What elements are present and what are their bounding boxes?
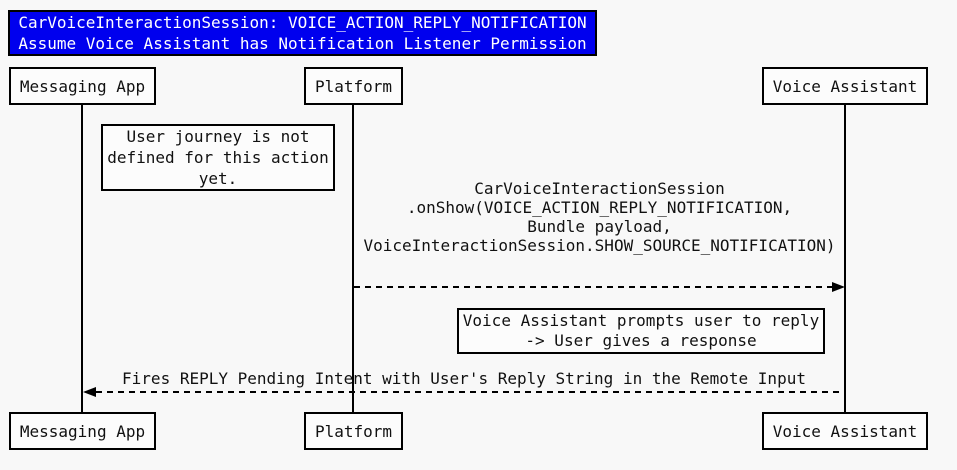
actor-voice-assistant-bottom: Voice Assistant	[762, 412, 928, 450]
arrowhead-right-icon	[832, 282, 845, 292]
message-onshow-line-2: .onShow(VOICE_ACTION_REPLY_NOTIFICATION,	[406, 198, 793, 217]
actor-messaging-app-bottom: Messaging App	[9, 412, 156, 450]
note-prompts-line-1: Voice Assistant prompts user to reply	[462, 311, 820, 330]
actor-platform-top: Platform	[304, 67, 403, 105]
note-user-journey: User journey is not defined for this act…	[101, 124, 335, 191]
actor-messaging-app-top: Messaging App	[9, 67, 156, 105]
lifeline-voice-assistant	[844, 105, 846, 412]
note-prompts-line-2: -> User gives a response	[525, 331, 757, 350]
lifeline-messaging-app	[81, 105, 83, 412]
note-user-journey-line-1: User journey is not	[126, 127, 310, 146]
actor-messaging-app-label-bottom: Messaging App	[19, 421, 146, 441]
message-onshow-line-1: CarVoiceInteractionSession	[474, 179, 725, 198]
actor-platform-label-bottom: Platform	[314, 421, 393, 441]
actor-platform-bottom: Platform	[304, 412, 403, 450]
message-onshow-line-3: Bundle payload,	[527, 217, 672, 236]
actor-voice-assistant-label-bottom: Voice Assistant	[772, 421, 918, 441]
note-voice-assistant-prompts: Voice Assistant prompts user to reply ->…	[457, 308, 825, 354]
diagram-title-line-2: Assume Voice Assistant has Notification …	[18, 34, 587, 53]
note-user-journey-line-2: defined for this action	[107, 148, 329, 167]
actor-voice-assistant-label: Voice Assistant	[772, 76, 918, 96]
arrowhead-left-icon	[83, 387, 96, 397]
actor-voice-assistant-top: Voice Assistant	[762, 67, 928, 105]
note-user-journey-line-3: yet.	[198, 169, 238, 188]
diagram-title-banner: CarVoiceInteractionSession: VOICE_ACTION…	[8, 10, 597, 56]
message-fires-reply-line-1: Fires REPLY Pending Intent with User's R…	[122, 369, 806, 388]
message-onshow-label: CarVoiceInteractionSession .onShow(VOICE…	[354, 179, 845, 255]
diagram-title-line-1: CarVoiceInteractionSession: VOICE_ACTION…	[18, 13, 587, 32]
arrow-voice-assistant-to-messaging-app	[96, 391, 844, 393]
arrow-platform-to-voice-assistant	[354, 286, 832, 288]
lifeline-platform	[352, 105, 354, 412]
message-fires-reply-label: Fires REPLY Pending Intent with User's R…	[84, 369, 844, 388]
actor-messaging-app-label: Messaging App	[19, 76, 146, 96]
message-onshow-line-4: VoiceInteractionSession.SHOW_SOURCE_NOTI…	[363, 236, 836, 255]
actor-platform-label: Platform	[314, 76, 393, 96]
